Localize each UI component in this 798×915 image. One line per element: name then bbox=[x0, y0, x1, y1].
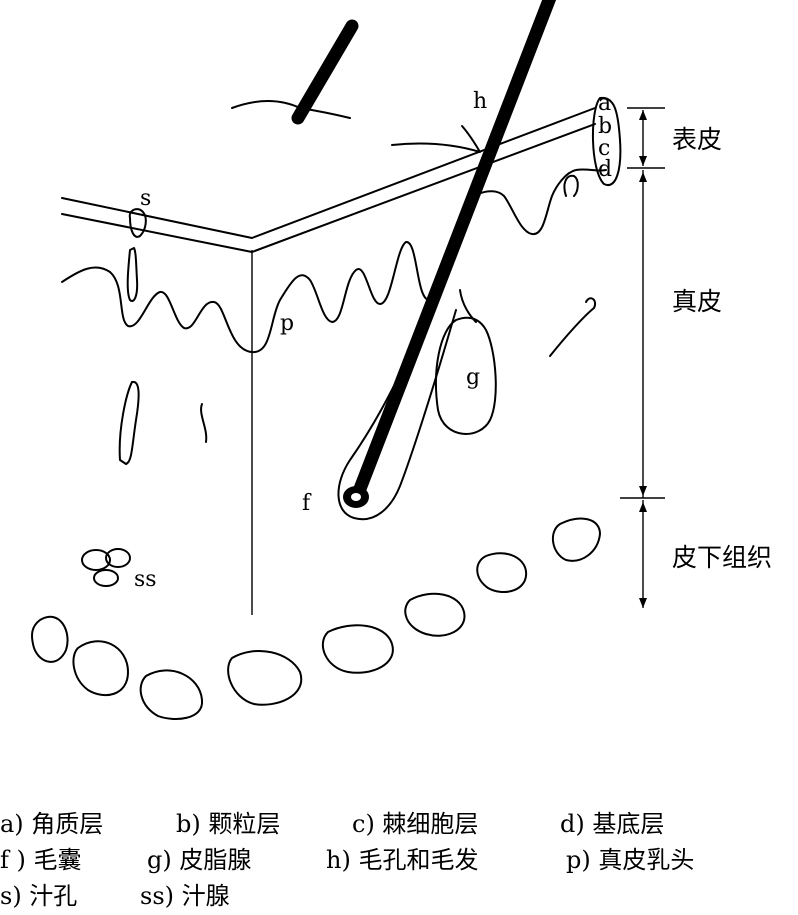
sweat-duct-left bbox=[118, 380, 140, 465]
layer-epidermis: 表皮 bbox=[672, 125, 722, 154]
label-s: s bbox=[140, 186, 151, 211]
hair-pore-curve bbox=[391, 125, 481, 153]
label-d: d bbox=[598, 157, 612, 182]
legend-item-a: a) 角质层 bbox=[0, 810, 104, 838]
legend-item-p: p) 真皮乳头 bbox=[566, 846, 695, 874]
sweat-duct-left-small bbox=[200, 403, 208, 443]
label-b: b bbox=[598, 114, 612, 139]
sebaceous-gland bbox=[435, 316, 497, 435]
sebaceous-duct bbox=[459, 289, 477, 323]
hair-follicle-small bbox=[563, 174, 579, 197]
label-p: p bbox=[280, 311, 294, 336]
label-g: g bbox=[466, 365, 480, 390]
sweat-duct-right bbox=[549, 297, 596, 357]
dermis-range-arrow bbox=[620, 170, 665, 499]
legend: a) 角质层 b) 颗粒层 c) 棘细胞层 d) 基底层 f ) 毛囊 g) 皮… bbox=[0, 808, 798, 915]
skin-surface-outer bbox=[61, 107, 596, 239]
surface-hair bbox=[291, 19, 359, 125]
epidermis-range-arrow bbox=[627, 107, 665, 169]
legend-item-d: d) 基底层 bbox=[560, 810, 665, 838]
skin-cross-section-diagram: s p g f h a b c d ss 表皮 真皮 皮下组织 bbox=[31, 0, 772, 720]
legend-item-g: g) 皮脂腺 bbox=[147, 846, 252, 874]
legend-item-ss: ss) 汁腺 bbox=[140, 882, 230, 910]
layer-dermis: 真皮 bbox=[672, 287, 722, 316]
hair-shaft bbox=[351, 0, 557, 501]
legend-item-s: s) 汁孔 bbox=[0, 882, 78, 910]
legend-item-c: c) 棘细胞层 bbox=[352, 810, 479, 838]
epidermis-layers-detail bbox=[592, 96, 622, 187]
subcutaneous-fat-cells bbox=[31, 517, 601, 720]
dermal-papillae-boundary bbox=[61, 168, 607, 354]
sweat-duct-upper bbox=[126, 247, 139, 302]
subcutaneous-range-arrow bbox=[639, 500, 647, 608]
legend-item-h: h) 毛孔和毛发 bbox=[326, 846, 479, 874]
hair-bulb-papilla bbox=[351, 493, 361, 501]
legend-item-f: f ) 毛囊 bbox=[0, 846, 82, 874]
surface-hair-curve bbox=[231, 100, 351, 119]
sweat-gland bbox=[81, 548, 131, 587]
label-c: c bbox=[598, 136, 610, 161]
label-f: f bbox=[302, 491, 312, 516]
sweat-pore bbox=[128, 208, 147, 238]
label-ss: ss bbox=[134, 567, 157, 592]
legend-item-b: b) 颗粒层 bbox=[176, 810, 281, 838]
label-a: a bbox=[598, 91, 611, 116]
layer-subcutaneous: 皮下组织 bbox=[672, 543, 772, 572]
label-h: h bbox=[473, 89, 487, 114]
hair-follicle-sheath bbox=[337, 309, 457, 521]
